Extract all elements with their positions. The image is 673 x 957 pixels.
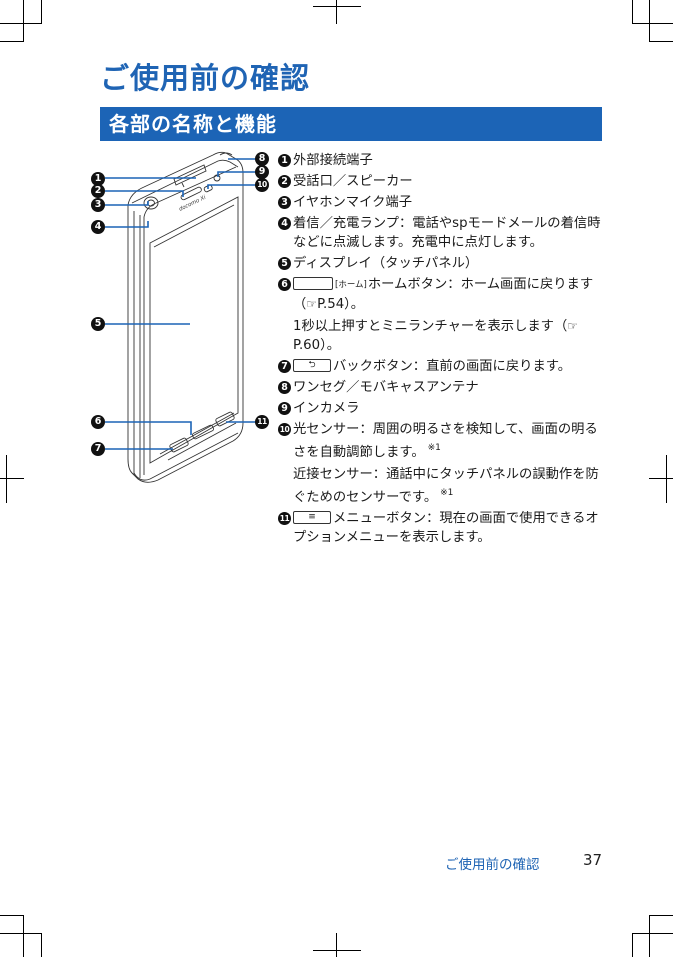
list-item: 7 ⮌バックボタン：直前の画面に戻ります。 bbox=[278, 357, 608, 376]
callout-7: 7 bbox=[91, 442, 105, 456]
item-text: メニューボタン：現在の画面で使用できるオプションメニューを表示します。 bbox=[293, 511, 599, 545]
list-item: 2 受話口／スピーカー bbox=[278, 172, 608, 191]
item-number: 7 bbox=[278, 360, 291, 373]
callout-2: 2 bbox=[91, 184, 105, 198]
list-item: 10 光センサー：周囲の明るさを検知して、画面の明るさを自動調節します。※1 近… bbox=[278, 420, 608, 507]
item-text: 着信／充電ランプ：電話やspモードメールの着信時などに点滅します。充電中に点灯し… bbox=[293, 216, 601, 250]
footnote-mark: ※1 bbox=[427, 443, 441, 453]
parts-list: 1 外部接続端子 2 受話口／スピーカー 3 イヤホンマイク端子 4 着信／充電… bbox=[278, 151, 608, 549]
list-item: 3 イヤホンマイク端子 bbox=[278, 193, 608, 212]
section-header-bar: 各部の名称と機能 bbox=[100, 107, 602, 141]
item-number: 3 bbox=[278, 196, 291, 209]
phone-diagram: docomo Xi 1 2 3 4 5 6 7 8 9 10 11 bbox=[88, 145, 278, 490]
item-text-end: ）。 bbox=[344, 297, 365, 312]
menu-key-icon: ≡ bbox=[293, 510, 331, 524]
item-subtext: 1秒以上押すとミニランチャーを表示します（☞ P.60）。 bbox=[293, 317, 608, 355]
callout-9: 9 bbox=[255, 165, 269, 179]
item-number: 9 bbox=[278, 402, 291, 415]
item-text: インカメラ bbox=[293, 401, 360, 416]
item-subtext-body: 1秒以上押すとミニランチャーを表示します（ bbox=[293, 319, 568, 334]
callout-8: 8 bbox=[255, 152, 269, 166]
section-title: 各部の名称と機能 bbox=[109, 112, 277, 136]
item-text: ホームボタン：ホーム画面に戻ります（ bbox=[293, 277, 594, 312]
item-text: バックボタン：直前の画面に戻ります。 bbox=[333, 359, 572, 374]
page-reference-link[interactable]: P.60 bbox=[293, 338, 321, 353]
callout-1: 1 bbox=[91, 172, 105, 186]
callout-5: 5 bbox=[91, 317, 105, 331]
item-subtext-body: 近接センサー：通話中にタッチパネルの誤動作を防ぐためのセンサーです。 bbox=[293, 467, 599, 505]
footnote-mark: ※1 bbox=[440, 488, 454, 498]
list-item: 1 外部接続端子 bbox=[278, 151, 608, 170]
page-number: 37 bbox=[583, 851, 603, 869]
page-title: ご使用前の確認 bbox=[100, 61, 311, 95]
reference-icon: ☞ bbox=[567, 319, 579, 333]
list-item: 6 [ホーム]ホームボタン：ホーム画面に戻ります（☞P.54）。 1秒以上押すと… bbox=[278, 275, 608, 355]
item-number: 11 bbox=[278, 512, 291, 525]
item-text: 外部接続端子 bbox=[293, 153, 373, 168]
callout-11: 11 bbox=[255, 415, 269, 429]
item-text: ワンセグ／モバキャスアンテナ bbox=[293, 380, 479, 395]
callout-3: 3 bbox=[91, 198, 105, 212]
callout-6: 6 bbox=[91, 415, 105, 429]
item-subtext-end: ）。 bbox=[320, 338, 341, 353]
list-item: 4 着信／充電ランプ：電話やspモードメールの着信時などに点滅します。充電中に点… bbox=[278, 214, 608, 252]
back-key-icon: ⮌ bbox=[293, 358, 331, 372]
reference-icon: ☞ bbox=[306, 297, 318, 311]
page-reference-link[interactable]: P.54 bbox=[317, 297, 345, 312]
item-number: 6 bbox=[278, 278, 291, 291]
item-number: 10 bbox=[278, 423, 291, 436]
home-key-icon bbox=[293, 276, 333, 290]
item-text: 受話口／スピーカー bbox=[293, 174, 413, 189]
phone-illustration-icon: docomo Xi bbox=[105, 151, 256, 483]
item-number: 2 bbox=[278, 175, 291, 188]
item-number: 1 bbox=[278, 154, 291, 167]
callout-4: 4 bbox=[91, 220, 105, 234]
list-item: 5 ディスプレイ（タッチパネル） bbox=[278, 254, 608, 273]
item-number: 4 bbox=[278, 217, 291, 230]
item-number: 5 bbox=[278, 257, 291, 270]
list-item: 11 ≡メニューボタン：現在の画面で使用できるオプションメニューを表示します。 bbox=[278, 509, 608, 547]
item-subtext: 近接センサー：通話中にタッチパネルの誤動作を防ぐためのセンサーです。※1 bbox=[293, 465, 608, 507]
list-item: 8 ワンセグ／モバキャスアンテナ bbox=[278, 378, 608, 397]
item-text: ディスプレイ（タッチパネル） bbox=[293, 256, 479, 271]
callout-10: 10 bbox=[255, 178, 269, 192]
home-key-tag: [ホーム] bbox=[335, 280, 367, 290]
item-number: 8 bbox=[278, 381, 291, 394]
item-text: イヤホンマイク端子 bbox=[293, 195, 413, 210]
item-text: 光センサー：周囲の明るさを検知して、画面の明るさを自動調節します。 bbox=[293, 422, 598, 460]
list-item: 9 インカメラ bbox=[278, 399, 608, 418]
footer-section-title: ご使用前の確認 bbox=[445, 857, 540, 873]
